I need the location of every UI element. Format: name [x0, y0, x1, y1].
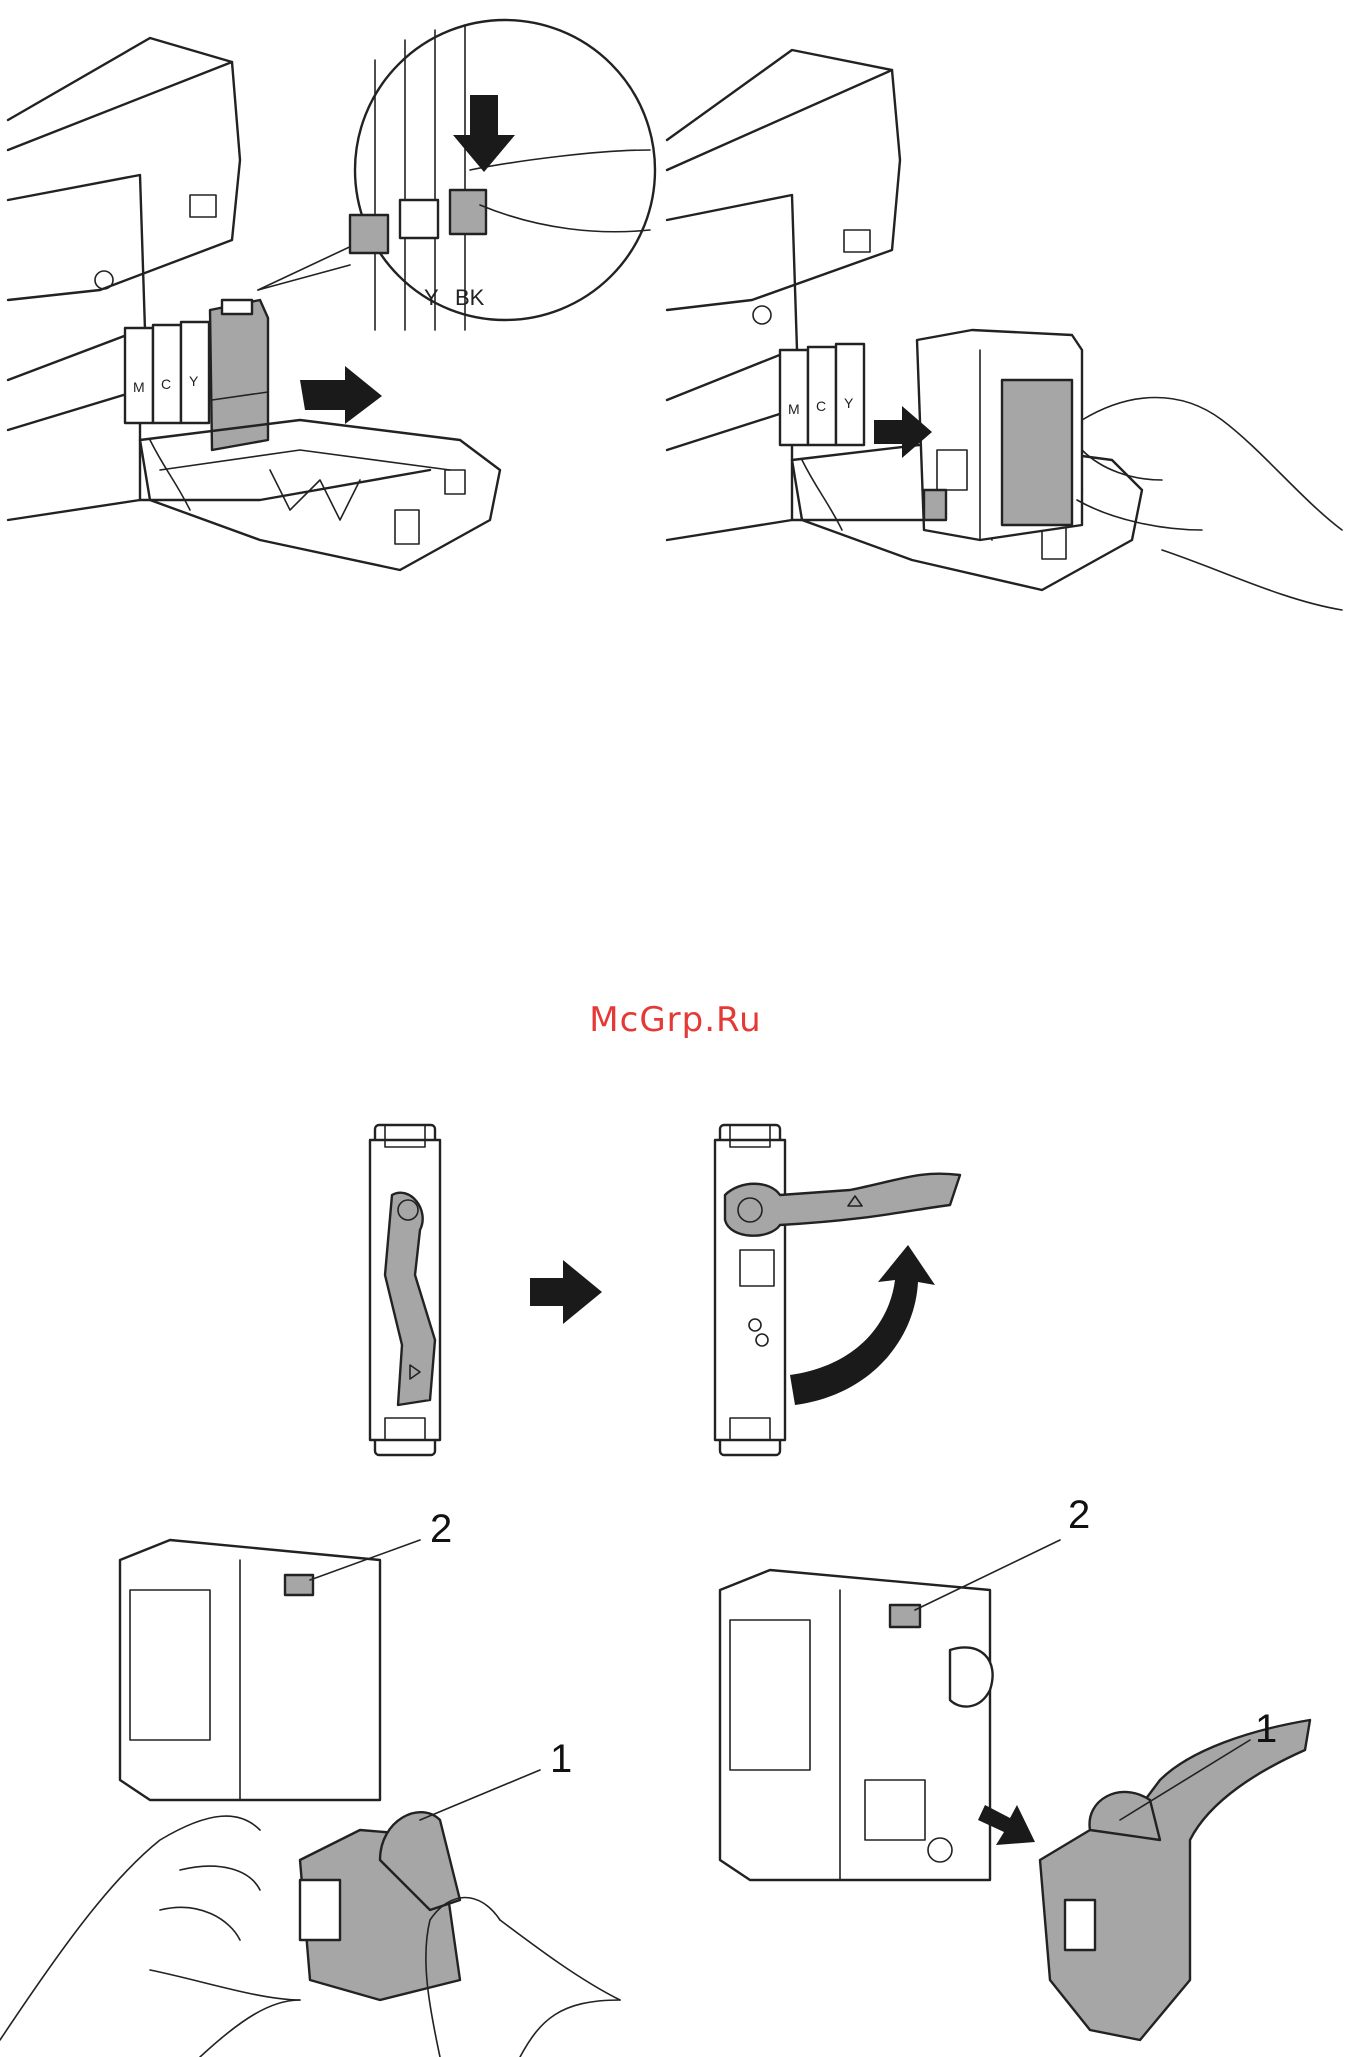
illustration-remove-cap-hand: 2 1 — [0, 1480, 680, 2057]
label-m: M — [133, 379, 145, 395]
new-ink-cartridge — [917, 330, 1082, 540]
callout-2-right: 2 — [1068, 1493, 1090, 1537]
label-y-insert: Y — [844, 395, 854, 411]
orange-cap — [300, 1812, 460, 2000]
step-arrow-icon — [530, 1260, 602, 1324]
label-bk-magnified: BK — [455, 285, 485, 310]
orange-cap-detached — [1040, 1720, 1310, 2040]
callout-2-left: 2 — [430, 1507, 452, 1551]
label-y: Y — [189, 373, 199, 389]
illustration-insert-cartridge: M C Y — [662, 30, 1351, 620]
illustration-cap-removed: 2 1 — [690, 1480, 1351, 2057]
rotate-arrow-icon — [790, 1245, 935, 1405]
cartridge-body-right — [720, 1570, 993, 1880]
cartridge-cap-closed — [370, 1125, 440, 1455]
callout-1-right: 1 — [1255, 1707, 1277, 1751]
label-c: C — [161, 376, 171, 392]
illustration-cap-rotation — [330, 1100, 990, 1470]
cartridge-cap-open — [715, 1125, 960, 1455]
callout-1-left: 1 — [550, 1737, 572, 1781]
cartridge-body — [120, 1540, 380, 1800]
magnified-detail: Y BK — [350, 20, 655, 330]
pull-arrow-icon — [300, 366, 382, 424]
label-m-insert: M — [788, 401, 800, 417]
illustration-remove-cartridge: M C Y Y BK — [0, 0, 660, 620]
label-y-magnified: Y — [424, 285, 439, 310]
watermark: McGrp.Ru — [0, 1000, 1351, 1040]
label-c-insert: C — [816, 398, 826, 414]
